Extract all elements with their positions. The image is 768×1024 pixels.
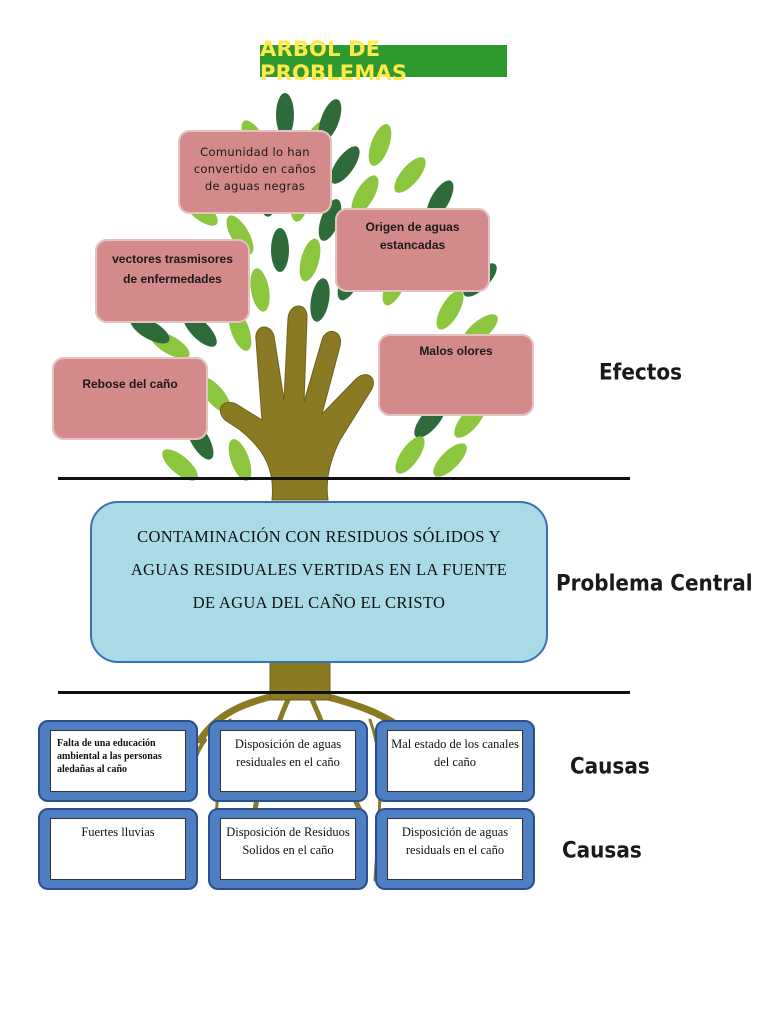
leaf (250, 268, 270, 312)
cause-box-channels: Mal estado de los canales del caño (375, 720, 535, 802)
leaf (162, 449, 198, 481)
effect-text-odors: Malos olores (419, 344, 493, 358)
central-problem-line-3: DE AGUA DEL CAÑO EL CRISTO (192, 593, 446, 612)
leaf (351, 175, 379, 215)
leaf (228, 439, 252, 481)
cause-text-wastewater-2: Disposición de aguas residuals en el cañ… (387, 818, 523, 880)
leaf (330, 146, 360, 184)
cause-text-solid-waste: Disposición de Residuos Solidos en el ca… (220, 818, 356, 880)
page-title: ARBOL DE PROBLEMAS (260, 37, 507, 85)
leaf (130, 316, 170, 344)
leaf (436, 290, 464, 330)
cause-text-channels: Mal estado de los canales del caño (387, 730, 523, 792)
effect-box-overflow: Rebose del caño (52, 357, 208, 440)
leaf (310, 278, 330, 322)
leaf (299, 238, 321, 282)
cause-box-solid-waste: Disposición de Residuos Solidos en el ca… (208, 808, 368, 890)
cause-text-education: Falta de una educación ambiental a las p… (50, 730, 186, 792)
divider-bottom (58, 691, 630, 694)
leaf (394, 157, 426, 193)
cause-box-wastewater: Disposición de aguas residuales en el ca… (208, 720, 368, 802)
effect-box-odors: Malos olores (378, 334, 534, 416)
label-causes-1: Causas (570, 752, 650, 780)
cause-text-wastewater: Disposición de aguas residuales en el ca… (220, 730, 356, 792)
cause-box-education: Falta de una educación ambiental a las p… (38, 720, 198, 802)
central-problem-box: CONTAMINACIÓN CON RESIDUOS SÓLIDOS Y AGU… (90, 501, 548, 663)
label-effects: Efectos (599, 358, 682, 386)
label-causes-2: Causas (562, 836, 642, 864)
leaf (433, 443, 467, 477)
divider-top (58, 477, 630, 480)
effect-text-overflow: Rebose del caño (82, 377, 178, 391)
effect-box-origin: Origen de aguas estancadas (335, 208, 490, 292)
cause-text-rain: Fuertes lluvias (50, 818, 186, 880)
central-problem-line-1: CONTAMINACIÓN CON RESIDUOS SÓLIDOS Y (137, 527, 501, 546)
central-problem-line-2: AGUAS RESIDUALES VERTIDAS EN LA FUENTE (130, 560, 508, 579)
effect-box-community: Comunidad lo han convertido en caños de … (178, 130, 332, 214)
leaf (368, 124, 392, 166)
cause-box-wastewater-2: Disposición de aguas residuals en el cañ… (375, 808, 535, 890)
effect-text-vectors: vectores trasmisores de enfermedades (112, 252, 233, 286)
leaf (276, 93, 294, 137)
leaf (318, 199, 342, 241)
effect-text-origin: Origen de aguas estancadas (365, 220, 460, 252)
effect-text-community: Comunidad lo han convertido en caños de … (193, 145, 317, 193)
cause-box-rain: Fuertes lluvias (38, 808, 198, 890)
effect-box-vectors: vectores trasmisores de enfermedades (95, 239, 250, 323)
leaf (395, 436, 425, 474)
label-central-problem: Problema Central (556, 569, 753, 597)
leaf (271, 228, 289, 272)
